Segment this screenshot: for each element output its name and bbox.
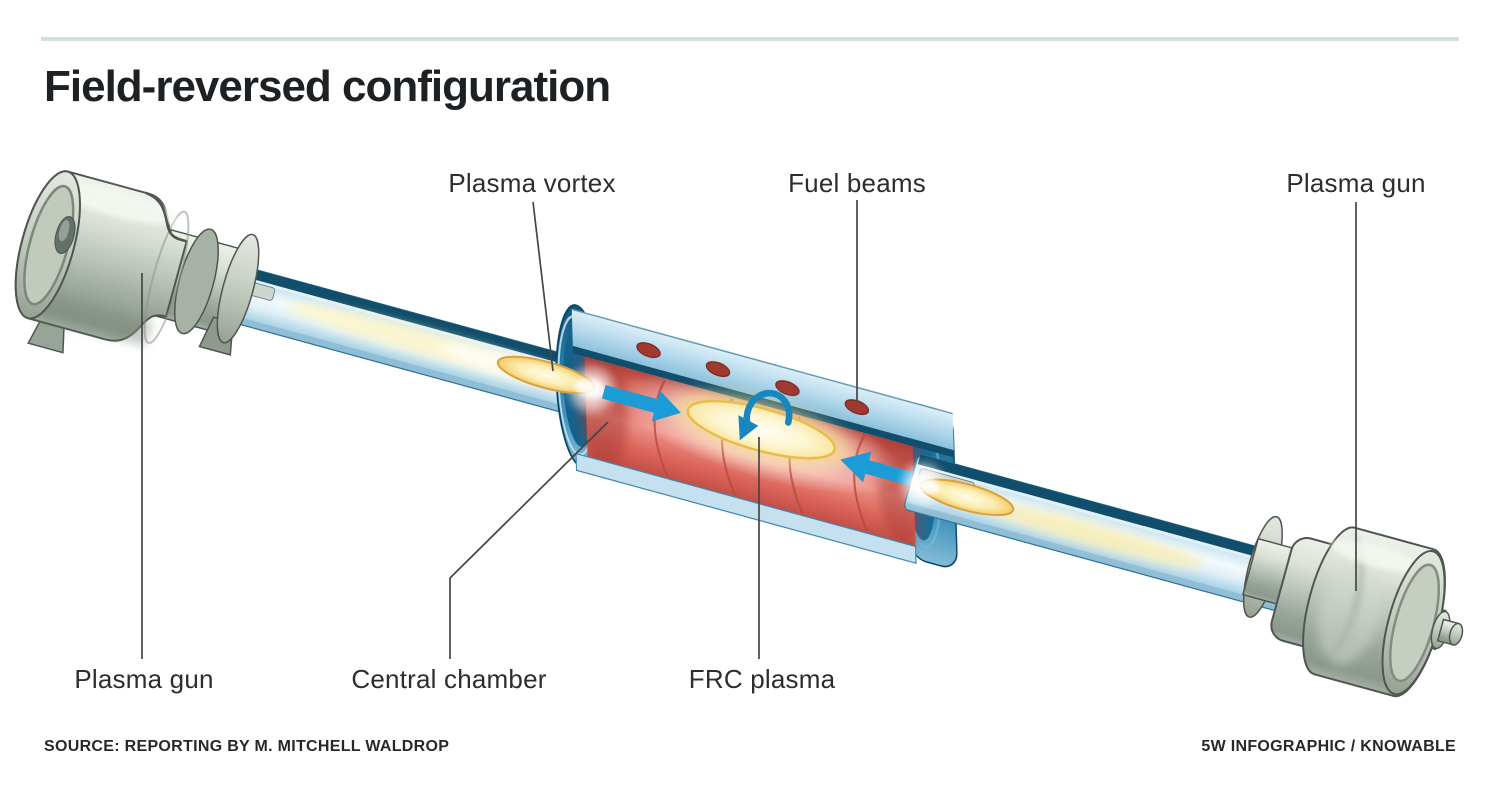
fuel-port: [775, 380, 800, 397]
fuel-port: [636, 342, 661, 359]
plasma-vortex-jet-left: [496, 355, 620, 418]
fuel-port: [705, 361, 731, 378]
rotation-arrow: [738, 389, 793, 441]
chamber-top-outline: [571, 308, 953, 415]
chamber-top-surface: [571, 309, 954, 451]
gun-knob-tip: [1448, 622, 1464, 646]
frc-plasma-ellipse: [672, 393, 851, 467]
top-rule: [41, 37, 1459, 41]
source-credit: SOURCE: REPORTING BY M. MITCHELL WALDROP: [44, 738, 450, 755]
right-plasma-gun: [1241, 515, 1464, 698]
page-title: Field-reversed configuration: [44, 62, 611, 111]
fuel-ports: [636, 342, 870, 416]
infographic-credit: 5W INFOGRAPHIC / KNOWABLE: [1201, 738, 1456, 755]
label-fuel-beams: Fuel beams: [788, 168, 926, 198]
flow-arrow-left: [601, 385, 681, 422]
transfer-tube-right: [904, 454, 1319, 618]
left-plasma-gun: [14, 170, 260, 356]
leader-lines: [141, 200, 1357, 659]
leader-line-plasma-vortex: [532, 201, 554, 372]
plasma-vortex-jet-right: [896, 458, 1015, 517]
label-plasma-gun-bottom: Plasma gun: [74, 664, 214, 694]
label-plasma-gun-top: Plasma gun: [1286, 168, 1426, 198]
chamber-bottom-edge: [575, 452, 917, 565]
leader-line-central-chamber: [449, 421, 609, 659]
label-frc-plasma: FRC plasma: [688, 664, 836, 694]
label-plasma-vortex: Plasma vortex: [448, 168, 616, 198]
label-central-chamber: Central chamber: [351, 664, 547, 694]
gun-flange: [216, 233, 260, 344]
